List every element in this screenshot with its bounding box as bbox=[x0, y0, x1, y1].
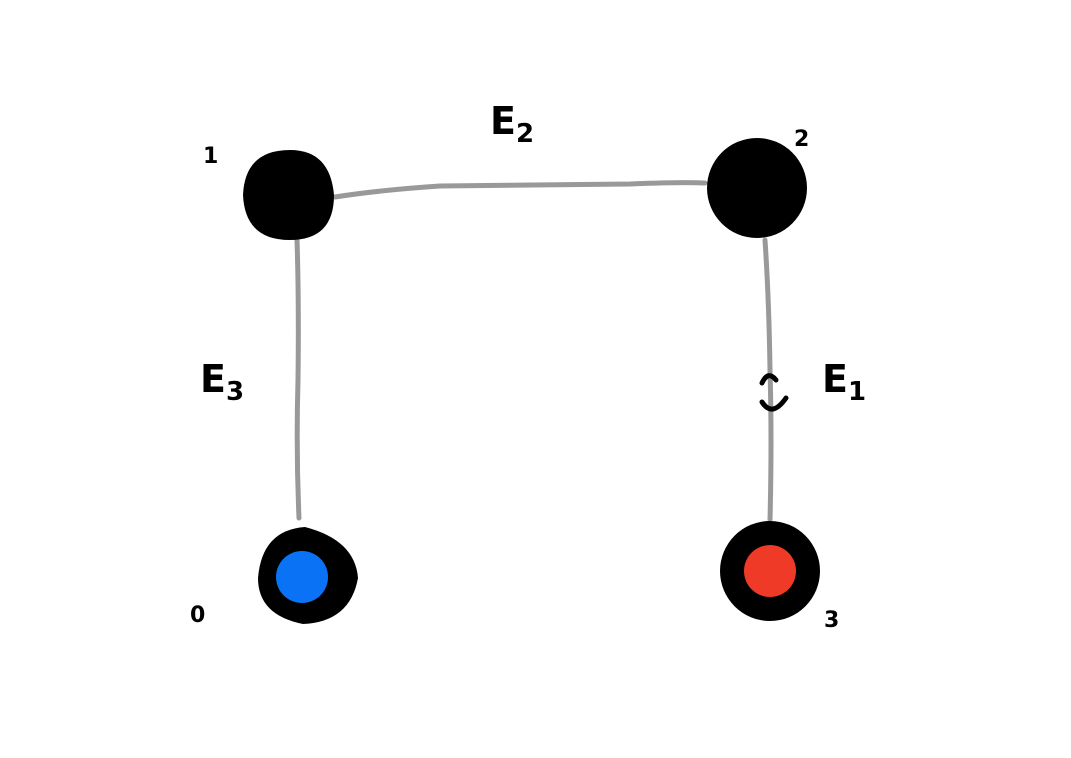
node-label-2: 2 bbox=[794, 127, 809, 152]
edge-label-e3: E3 bbox=[200, 357, 244, 407]
node-0-inner bbox=[276, 551, 328, 603]
edge-e1 bbox=[762, 237, 774, 523]
edge-label-e2: E2 bbox=[490, 99, 534, 149]
edge-e2 bbox=[332, 180, 708, 200]
node-2 bbox=[707, 138, 807, 238]
swap-arrow-icon bbox=[759, 373, 789, 412]
node-1 bbox=[243, 150, 334, 240]
node-3 bbox=[720, 521, 820, 621]
edge-label-e1: E1 bbox=[822, 357, 866, 407]
node-label-1: 1 bbox=[203, 144, 218, 169]
node-label-0: 0 bbox=[190, 603, 205, 628]
edge-e3 bbox=[294, 237, 302, 521]
node-3-inner bbox=[744, 545, 796, 597]
node-0 bbox=[258, 527, 358, 624]
node-label-3: 3 bbox=[824, 608, 839, 633]
